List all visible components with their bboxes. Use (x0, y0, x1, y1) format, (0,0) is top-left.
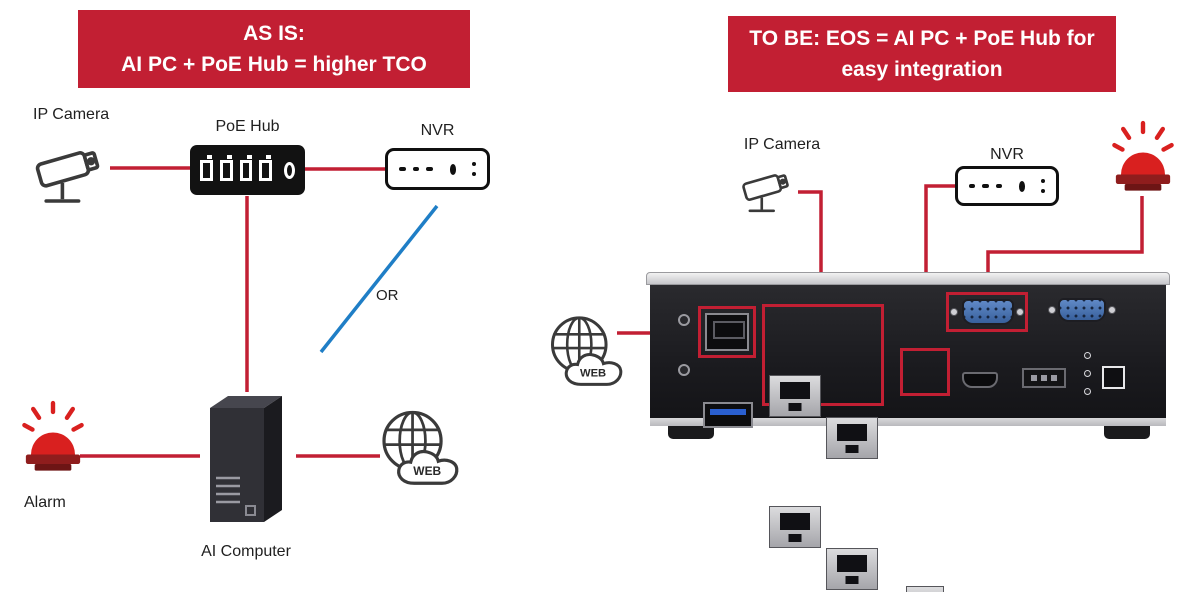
poe-ports-highlight (762, 304, 884, 406)
lan-port-highlight (698, 306, 756, 358)
lan-port (705, 313, 749, 351)
poe-hub-device (190, 145, 305, 195)
ai-computer-icon (210, 396, 282, 522)
poe-hub-port (200, 154, 213, 181)
nvr-dot (1018, 180, 1025, 192)
alarm-icon-left (22, 400, 84, 471)
poe-hub-port (219, 154, 233, 181)
poe-port (769, 375, 821, 417)
db15-screw (950, 308, 958, 316)
ethernet-port-highlight (900, 348, 950, 396)
device-bottom-strip (650, 418, 1166, 426)
poe-hub-port (259, 154, 273, 181)
nvr-colon (472, 162, 476, 176)
poe-port (769, 506, 821, 548)
to-be-banner-line2: easy integration (841, 58, 1003, 81)
nvr-device-left (385, 148, 490, 190)
ip-camera-label-left: IP Camera (33, 106, 110, 123)
web-globe-icon-right: WEB (550, 316, 623, 386)
as-is-banner: AS IS: AI PC + PoE Hub = higher TCO (78, 10, 470, 88)
nvr-dash (426, 166, 433, 172)
db15-port-highlight (946, 292, 1028, 332)
status-led (1084, 352, 1091, 359)
as-is-banner-line1: AS IS: (243, 21, 305, 45)
device-foot (1104, 426, 1150, 439)
device-foot (668, 426, 714, 439)
alarm-icon-right (1112, 120, 1174, 191)
as-is-banner-line2: AI PC + PoE Hub = higher TCO (121, 53, 427, 76)
ip-camera-label-right: IP Camera (743, 136, 821, 153)
web-globe-icon-left: WEB (382, 410, 459, 485)
nvr-label-left: NVR (420, 122, 455, 139)
db9-connector (1058, 298, 1106, 322)
nvr-label-right: NVR (990, 146, 1024, 163)
or-label: OR (376, 287, 399, 304)
poe-hub-led (284, 161, 296, 179)
line-or-nvr-to-computer (319, 204, 439, 354)
web-label-left: WEB (413, 464, 441, 478)
db9-screw (1048, 306, 1056, 314)
nvr-dash (982, 183, 989, 189)
antenna-mount (678, 314, 690, 326)
to-be-banner: TO BE: EOS = AI PC + PoE Hub for easy in… (728, 16, 1116, 92)
poe-port (826, 417, 878, 459)
poe-hub-label: PoE Hub (215, 118, 280, 135)
nvr-device-right (955, 166, 1059, 206)
power-button (1102, 366, 1125, 389)
ethernet-port (906, 586, 944, 592)
status-led (1084, 370, 1091, 377)
web-label-right: WEB (580, 368, 606, 380)
alarm-label: Alarm (24, 494, 66, 511)
terminal-block (1022, 368, 1066, 388)
nvr-dash (399, 166, 406, 172)
poe-port (826, 548, 878, 590)
poe-hub-port (239, 154, 253, 181)
ai-computer-label: AI Computer (201, 543, 291, 560)
hdmi-port (962, 372, 998, 388)
ip-camera-icon-right (742, 174, 789, 213)
to-be-banner-line1: TO BE: EOS = AI PC + PoE Hub for (749, 26, 1095, 50)
db15-screw (1016, 308, 1024, 316)
usb-port (703, 402, 753, 428)
nvr-colon (1041, 179, 1045, 193)
status-led (1084, 388, 1091, 395)
nvr-dot (449, 163, 456, 175)
db15-connector (962, 299, 1014, 325)
db9-screw (1108, 306, 1116, 314)
nvr-dash (412, 166, 419, 172)
device-top-strip (646, 272, 1170, 285)
ip-camera-icon-left (35, 151, 100, 203)
nvr-dash (995, 183, 1002, 189)
nvr-dash (969, 183, 976, 189)
antenna-mount (678, 364, 690, 376)
